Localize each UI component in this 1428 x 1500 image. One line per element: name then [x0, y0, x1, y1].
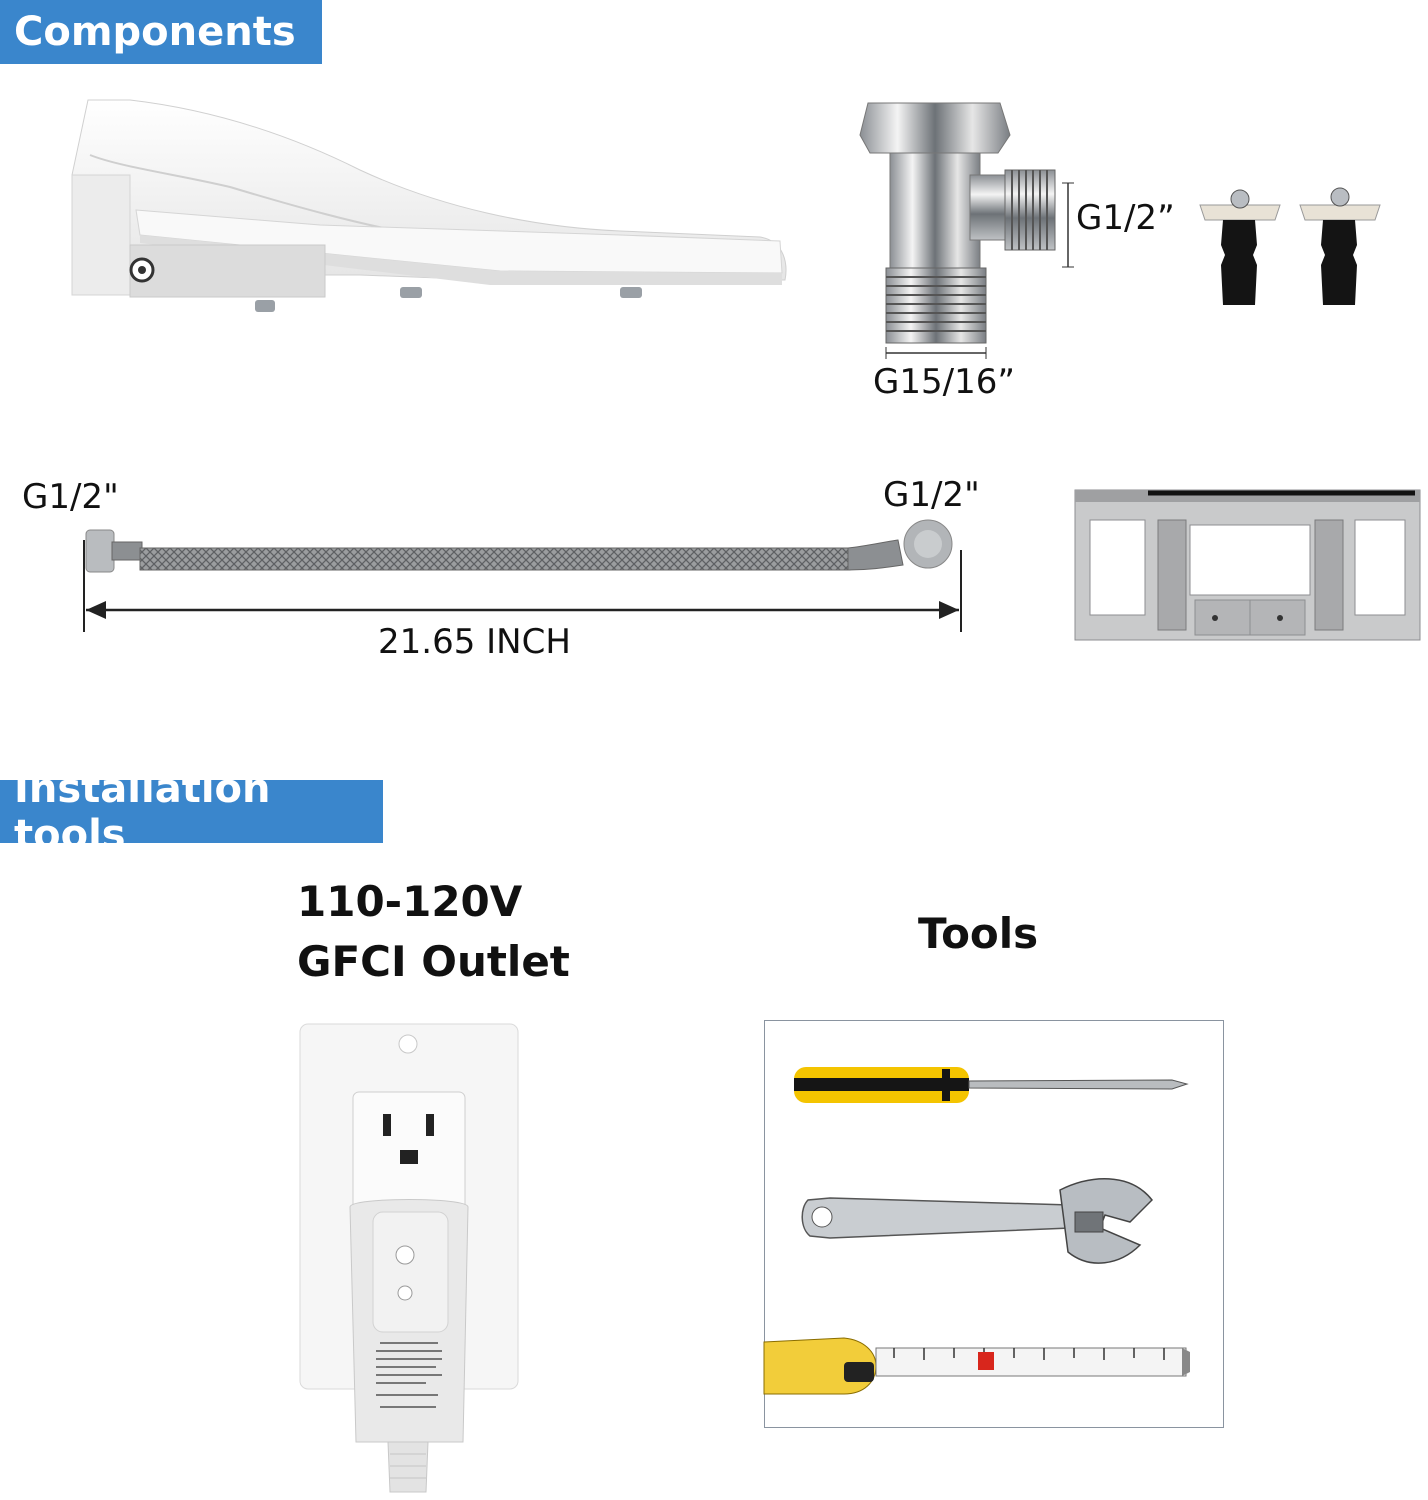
screwdriver-icon [794, 1067, 1189, 1103]
components-heading: Components [0, 0, 322, 64]
outlet-title: 110-120V GFCI Outlet [297, 872, 570, 992]
tools-box [764, 1020, 1224, 1428]
outlet-title-line2: GFCI Outlet [297, 937, 570, 986]
hose-left-size-label: G1/2" [22, 477, 119, 517]
wrench-icon [801, 1178, 1154, 1264]
hose-right-size-label: G1/2" [883, 475, 980, 515]
braided-hose-icon [83, 519, 962, 632]
installation-tools-heading: Installation tools [0, 766, 383, 858]
tools-title: Tools [918, 909, 1039, 958]
installation-tools-heading-text: Installation tools [14, 765, 271, 858]
anchor-bolt-icon [1199, 187, 1381, 305]
outlet-title-line1: 110-120V [297, 877, 523, 926]
tape-measure-icon [763, 1337, 1190, 1395]
tee-valve-icon [859, 102, 1074, 359]
components-heading-text: Components [14, 9, 296, 55]
tee-side-size-label: G1/2” [1076, 198, 1175, 238]
gfci-outlet-icon [299, 1023, 519, 1493]
tee-bottom-size-label: G15/16” [873, 362, 1015, 402]
bidet-seat-icon [71, 99, 787, 312]
mounting-plate-icon [1074, 489, 1421, 641]
hose-length-label: 21.65 INCH [378, 622, 571, 662]
